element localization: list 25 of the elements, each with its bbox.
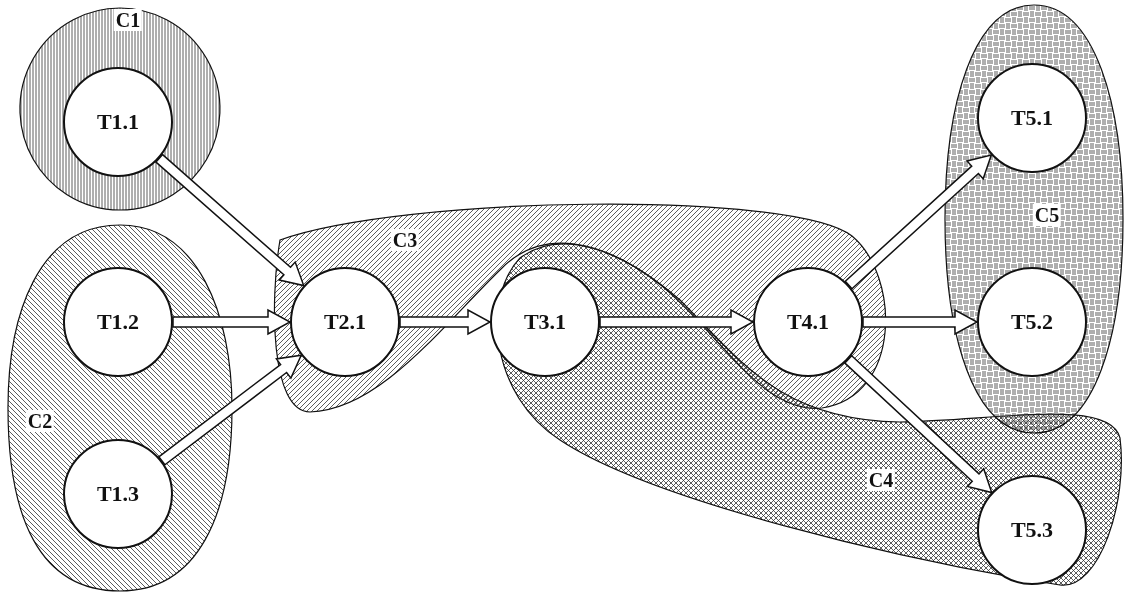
cluster-region (20, 8, 220, 210)
task-label: T2.1 (323, 309, 367, 335)
cluster-label: C2 (25, 410, 55, 432)
arrow (157, 354, 303, 466)
task-label: T1.2 (96, 309, 140, 335)
cluster-region (8, 225, 232, 591)
arrow (844, 153, 993, 290)
cluster-region (945, 5, 1123, 433)
arrow (154, 153, 305, 287)
task-label: T1.3 (96, 481, 140, 507)
task-label: T3.1 (523, 309, 567, 335)
task-label: T5.1 (1010, 105, 1054, 131)
arrow (843, 354, 993, 494)
arrow (862, 308, 979, 336)
cluster-label: C4 (866, 469, 896, 491)
cluster-label: C1 (113, 9, 143, 31)
task-label: T1.1 (96, 109, 140, 135)
task-label: T4.1 (786, 309, 830, 335)
arrow (399, 308, 492, 336)
cluster-label: C3 (390, 229, 420, 251)
arrow (172, 308, 292, 336)
arrow (599, 308, 755, 336)
task-label: T5.2 (1010, 309, 1054, 335)
task-label: T5.3 (1010, 517, 1054, 543)
cluster-label: C5 (1032, 204, 1062, 226)
